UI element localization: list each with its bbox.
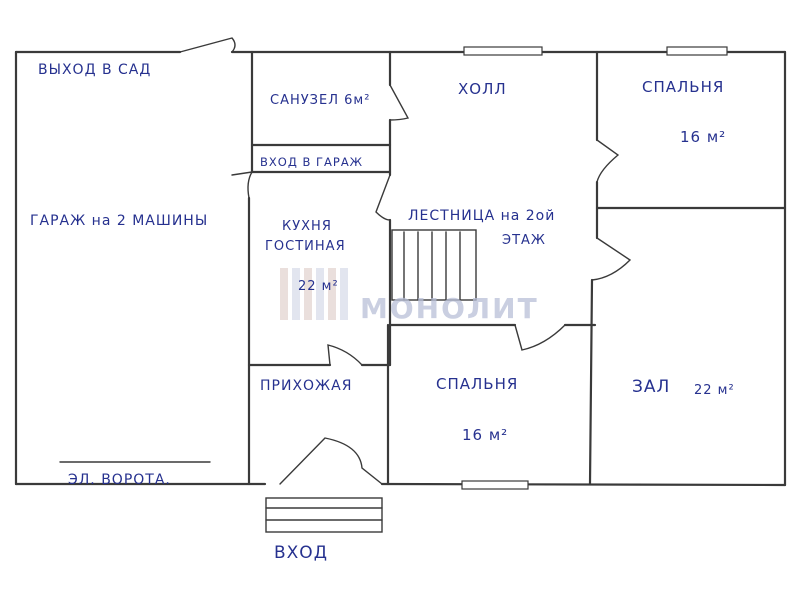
door-kitchen-hall <box>375 174 391 221</box>
entrance-steps <box>265 497 383 533</box>
door-bathroom <box>389 84 410 121</box>
window-hall <box>463 46 543 56</box>
label-kitchen-1: КУХНЯ <box>282 219 332 234</box>
label-garage-entry: ВХОД В ГАРАЖ <box>260 155 363 169</box>
label-garage: ГАРАЖ на 2 МАШИНЫ <box>30 213 208 229</box>
watermark-logo-icon <box>280 268 348 320</box>
watermark-text: МОНОЛИТ <box>360 292 539 325</box>
label-kitchen-area: 22 м² <box>298 279 339 294</box>
door-garden <box>179 37 236 53</box>
interior-walls <box>59 50 787 486</box>
label-entrance: ВХОД <box>274 543 328 563</box>
label-bedroom-top: СПАЛЬНЯ <box>642 78 724 96</box>
windows <box>461 46 728 490</box>
window-bedroom-top <box>666 46 728 56</box>
window-bedroom-mid <box>461 480 529 490</box>
watermark: МОНОЛИТ <box>280 268 539 325</box>
label-stairs-1: ЛЕСТНИЦА на 2ой <box>408 208 555 224</box>
label-gates: ЭЛ. ВОРОТА. <box>68 472 171 488</box>
label-bathroom: САНУЗЕЛ 6м² <box>270 93 370 108</box>
label-exit-garden: ВЫХОД В САД <box>38 62 151 78</box>
label-hall: ХОЛЛ <box>458 80 507 98</box>
door-garage <box>231 171 253 199</box>
door-living <box>591 237 632 281</box>
door-hallway <box>327 344 363 366</box>
label-living: ЗАЛ <box>632 377 670 397</box>
label-living-area: 22 м² <box>694 383 735 398</box>
label-hallway: ПРИХОЖАЯ <box>260 378 352 394</box>
label-kitchen-2: ГОСТИНАЯ <box>265 239 346 254</box>
door-bedroom-top <box>596 139 620 183</box>
label-bedroom-top-area: 16 м² <box>680 128 726 146</box>
door-swings <box>179 37 632 485</box>
label-bedroom-mid: СПАЛЬНЯ <box>436 375 518 393</box>
room-labels: ВЫХОД В САД САНУЗЕЛ 6м² ВХОД В ГАРАЖ ГАР… <box>30 62 735 563</box>
door-bedroom-mid <box>514 324 566 351</box>
outer-walls <box>14 50 787 487</box>
label-bedroom-mid-area: 16 м² <box>462 426 508 444</box>
stairs <box>391 229 477 301</box>
label-stairs-2: ЭТАЖ <box>502 233 546 248</box>
door-entrance <box>279 437 383 485</box>
